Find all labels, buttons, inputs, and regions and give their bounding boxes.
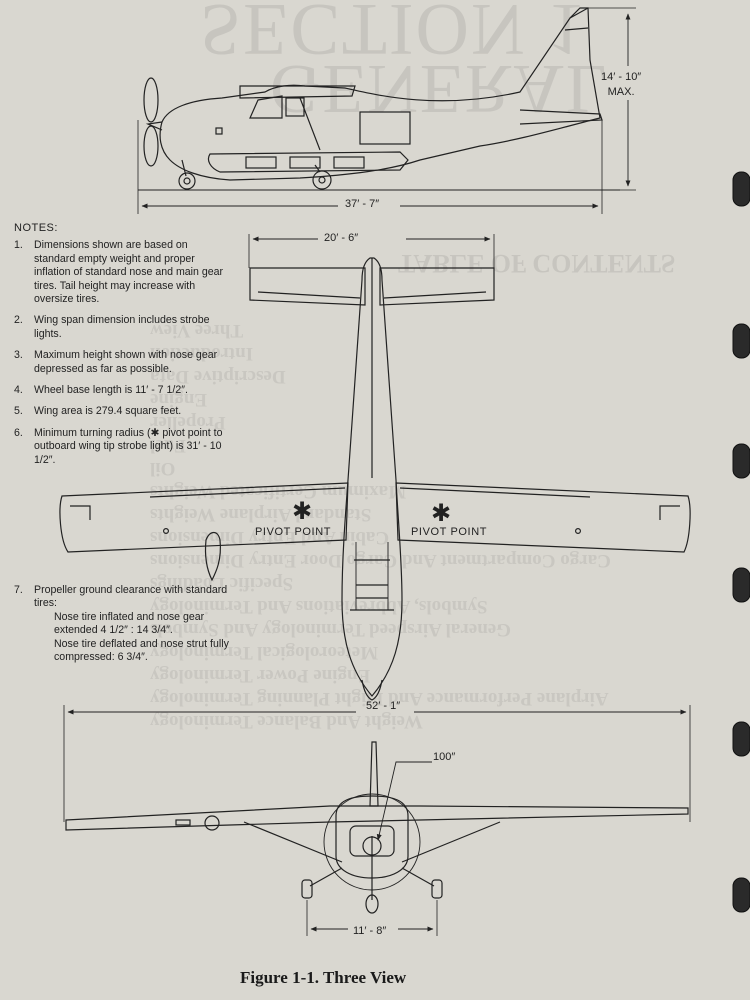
- note-number: 1.: [14, 239, 23, 252]
- note-item: 5. Wing area is 279.4 square feet.: [14, 405, 226, 418]
- pivot-point-label-right: PIVOT POINT: [411, 526, 488, 538]
- note-text: Propeller ground clearance with standard…: [34, 584, 228, 610]
- note-number: 7.: [14, 584, 23, 596]
- note-text: Wheel base length is 11′ - 7 1/2″.: [34, 384, 188, 397]
- pivot-asterisk-right: ✱: [431, 500, 452, 527]
- tail-span-dimension: 20′ - 6″: [324, 232, 359, 244]
- note-text: Dimensions shown are based on standard e…: [34, 239, 224, 306]
- notes-list: 1. Dimensions shown are based on standard…: [14, 239, 226, 467]
- height-value: 14′ - 10″: [601, 71, 642, 83]
- note-item: 3. Maximum height shown with nose gear de…: [14, 349, 226, 376]
- note-number: 3.: [14, 349, 23, 362]
- note-item: 1. Dimensions shown are based on standard…: [14, 239, 226, 306]
- note-text: Minimum turning radius (✱ pivot point to…: [34, 426, 223, 466]
- notes-title: NOTES:: [14, 222, 58, 234]
- note-item: 6. Minimum turning radius (✱ pivot point …: [14, 427, 226, 467]
- tread-dimension: 11′ - 8″: [353, 925, 387, 937]
- note-7-inflated: Nose tire inflated and nose gear extende…: [54, 610, 205, 637]
- height-note: MAX.: [607, 86, 635, 98]
- note-7: 7. Propeller ground clearance with stand…: [14, 584, 244, 664]
- note-text: Wing span dimension includes strobe ligh…: [34, 314, 210, 340]
- binder-rings: [732, 171, 750, 913]
- note-item: 2. Wing span dimension includes strobe li…: [14, 314, 226, 341]
- wing-span-dimension: 52′ - 1″: [366, 700, 401, 712]
- note-number: 6.: [14, 426, 23, 439]
- note-text: Maximum height shown with nose gear depr…: [34, 349, 218, 375]
- height-dimension: 14′ - 10″ MAX.: [601, 70, 641, 100]
- figure-caption: Figure 1-1. Three View: [240, 968, 407, 987]
- notes-block: NOTES: 1. Dimensions shown are based on s…: [14, 222, 226, 475]
- side-view: [137, 7, 636, 214]
- note-text: Wing area is 279.4 square feet.: [34, 405, 182, 418]
- top-view: [59, 234, 691, 701]
- pivot-asterisk-left: ✱: [292, 498, 313, 525]
- propeller-diameter-dimension: 100″: [433, 751, 456, 763]
- note-7-deflated: Nose tire deflated and nose strut fully …: [54, 637, 229, 664]
- note-number: 2.: [14, 314, 23, 327]
- note-number: 4.: [14, 384, 23, 397]
- length-dimension: 37′ - 7″: [345, 198, 380, 210]
- front-view: [63, 705, 691, 936]
- pivot-point-label-left: PIVOT POINT: [255, 526, 332, 538]
- note-number: 5.: [14, 405, 23, 418]
- note-item: 4. Wheel base length is 11′ - 7 1/2″.: [14, 384, 226, 397]
